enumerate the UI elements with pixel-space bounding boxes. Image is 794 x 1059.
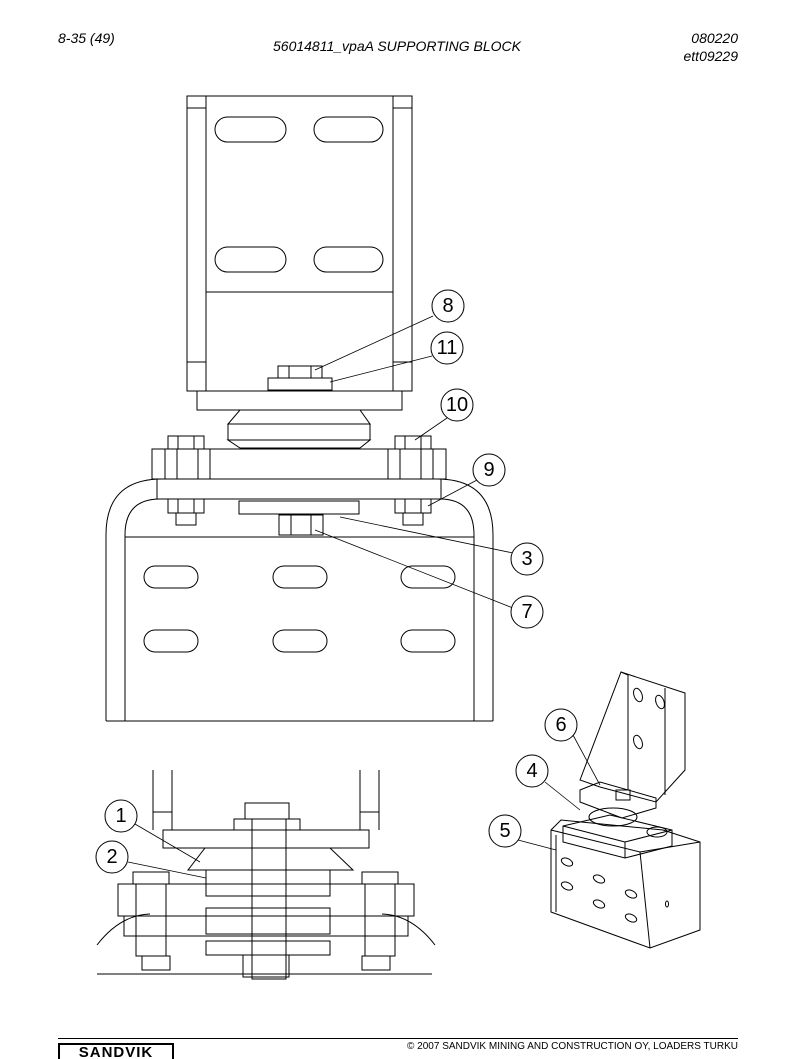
callout-8: 8 (431, 289, 465, 323)
slot-hole (313, 116, 384, 143)
callout-7: 7 (510, 595, 544, 629)
lower-plate (151, 435, 447, 536)
svg-text:10: 10 (446, 394, 468, 416)
slot-hole (313, 246, 384, 273)
page-reference: 8-35 (49) (58, 30, 115, 46)
callout-4: 4 (515, 754, 549, 788)
callout-1: 1 (104, 799, 138, 833)
callout-2: 2 (95, 840, 129, 874)
drawing-code: ett09229 (683, 48, 739, 64)
callout-6: 6 (544, 708, 578, 742)
callout-3: 3 (510, 542, 544, 576)
callout-5: 5 (488, 814, 522, 848)
document-date: 080220 (691, 30, 738, 46)
section-detail-view (96, 770, 436, 980)
leader-lines (127, 315, 601, 879)
footer-divider (58, 1038, 738, 1039)
svg-text:5: 5 (499, 820, 510, 842)
svg-text:1: 1 (115, 805, 126, 827)
slot-hole (214, 246, 287, 273)
callout-10: 10 (440, 388, 474, 422)
svg-text:6: 6 (555, 714, 566, 736)
svg-text:11: 11 (437, 337, 458, 359)
svg-text:4: 4 (526, 760, 537, 782)
slot-hole (272, 565, 328, 589)
slot-hole (214, 116, 287, 143)
slot-hole (143, 565, 199, 589)
slot-hole (400, 565, 456, 589)
sandvik-logo: SANDVIK (58, 1043, 174, 1059)
rubber-mount (196, 390, 403, 449)
upper-bracket (186, 95, 413, 392)
svg-text:2: 2 (106, 846, 117, 868)
slot-hole (400, 629, 456, 653)
lower-bracket (105, 478, 494, 722)
slot-hole (143, 629, 199, 653)
document-title: 56014811_vpaA SUPPORTING BLOCK (273, 38, 521, 54)
svg-text:9: 9 (483, 459, 494, 481)
slot-hole (272, 629, 328, 653)
copyright-notice: © 2007 SANDVIK MINING AND CONSTRUCTION O… (407, 1041, 738, 1052)
svg-text:8: 8 (442, 295, 453, 317)
isometric-view (550, 671, 701, 949)
callout-11: 11 (430, 331, 464, 365)
callout-9: 9 (472, 453, 506, 487)
svg-text:7: 7 (521, 601, 532, 623)
svg-text:3: 3 (521, 548, 532, 570)
